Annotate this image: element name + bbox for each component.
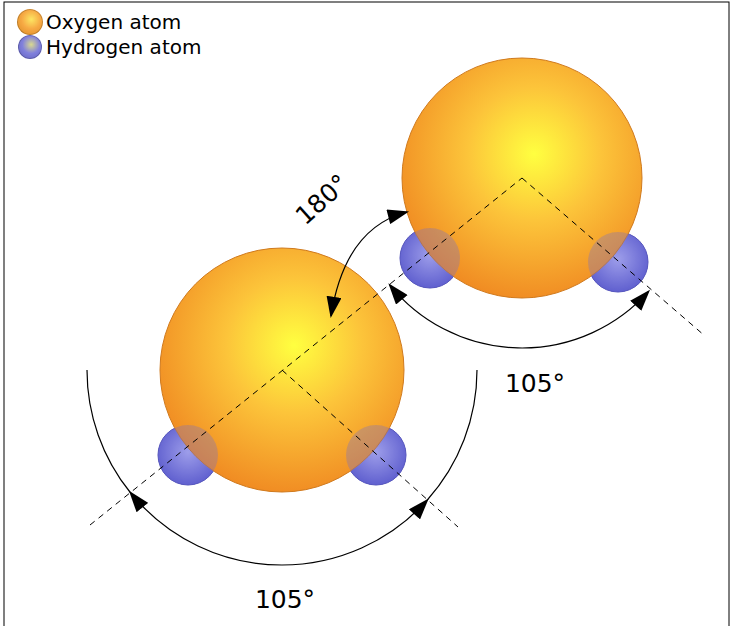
legend-swatch <box>18 35 42 59</box>
legend-swatch <box>17 9 43 35</box>
legend-text: Oxygen atom <box>46 11 181 33</box>
angle-label: 180° <box>288 168 356 233</box>
angle-label: 105° <box>502 370 568 398</box>
frame <box>4 2 729 626</box>
angle-label: 105° <box>252 586 318 614</box>
angle-arc <box>87 212 649 565</box>
legend-text: Hydrogen atom <box>46 36 201 58</box>
water-molecule <box>400 58 648 298</box>
bond-axis <box>90 178 705 527</box>
